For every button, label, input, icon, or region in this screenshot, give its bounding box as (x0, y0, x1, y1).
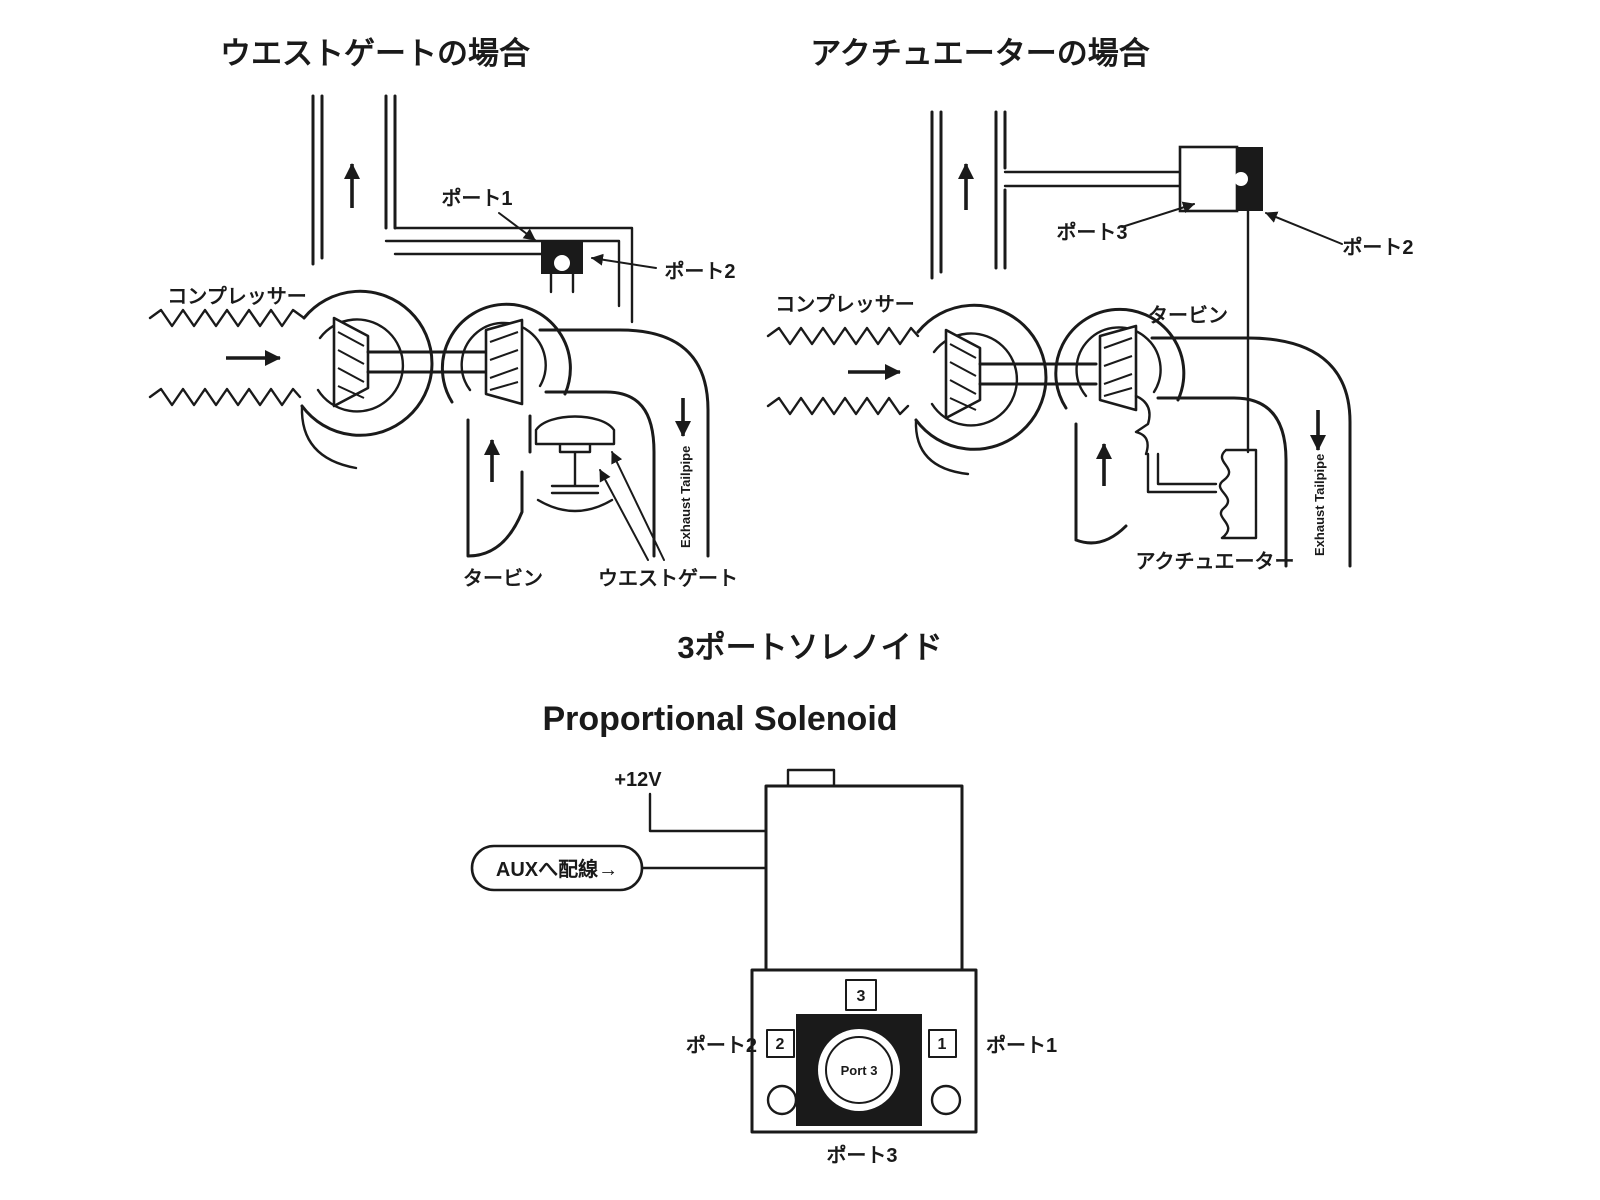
wastegate-diagram-title: ウエストゲートの場合 (220, 36, 530, 71)
solenoid-heading-jp: 3ポートソレノイド (677, 630, 942, 665)
wg-inlet-zigzag-top (148, 308, 306, 328)
wg-port2-pointer (591, 253, 657, 269)
solenoid-mount-hole-left (766, 1084, 798, 1116)
act-compressor-label: コンプレッサー (775, 293, 914, 316)
wg-wastegate-pointer-1 (599, 469, 649, 561)
act-turbine-label: タービン (1148, 304, 1228, 327)
act-exhaust-elbow: Exhaust Tailpipe (1150, 336, 1352, 568)
wg-compressor-wheel (332, 316, 370, 408)
act-actuator-label: アクチュエーター (1136, 550, 1295, 573)
act-port-block-assembly (1003, 145, 1263, 454)
wg-exhaust-elbow: Exhaust Tailpipe (538, 328, 710, 558)
wg-shaft (366, 350, 488, 374)
actuator-diagram-title: アクチュエーターの場合 (810, 36, 1149, 71)
solenoid-12v-wire (648, 792, 768, 833)
solenoid-mount-hole-right (930, 1084, 962, 1116)
solenoid-terminal-1-box (928, 1029, 957, 1058)
solenoid-port1-label: ポート1 (986, 1033, 1057, 1057)
wg-inlet-zigzag-bottom (148, 387, 302, 407)
wg-turbine: タービン (440, 302, 572, 590)
act-exhaust-tailpipe-label: Exhaust Tailpipe (1312, 454, 1327, 556)
solenoid-lower-body (750, 968, 978, 1134)
wg-turbine-label: タービン (463, 567, 543, 590)
act-port3-label: ポート3 (1056, 220, 1127, 244)
solenoid-port3-badge: Port 3 (841, 1063, 878, 1078)
solenoid-12v-label: +12V (614, 769, 662, 791)
wg-exhaust-tailpipe-label: Exhaust Tailpipe (678, 446, 693, 548)
wg-port2-label: ポート2 (664, 259, 735, 283)
act-inlet-zigzag-top (766, 326, 920, 346)
act-inlet-zigzag-bottom (766, 396, 910, 416)
wg-port-nipple (554, 255, 570, 271)
wg-port1-pointer (498, 212, 536, 241)
act-compressor-wheel (944, 328, 982, 420)
act-port3-housing (1178, 145, 1239, 213)
wg-compressor-label: コンプレッサー (167, 285, 306, 308)
solenoid-top-tab (786, 768, 836, 788)
wg-compressor: コンプレッサー (148, 285, 488, 470)
act-port2-pointer (1265, 211, 1343, 245)
act-port-nipple (1234, 172, 1248, 186)
wg-outlet-pipe (311, 94, 397, 266)
solenoid-terminal-2: 2 (776, 1036, 785, 1053)
wg-port1-label: ポート1 (441, 186, 512, 210)
solenoid-port3-inner-ring (825, 1036, 893, 1104)
act-actuator-assembly: アクチュエーター (1134, 394, 1295, 573)
solenoid-terminal-1: 1 (938, 1036, 947, 1053)
solenoid-port3-outer-ring (818, 1029, 900, 1111)
actuator-diagram: アクチュエーターの場合 ポート3 ポート2 コンプレッサー (766, 36, 1414, 573)
act-port3-pointer (1121, 201, 1195, 228)
act-turbine: タービン (1054, 304, 1228, 545)
act-compressor: コンプレッサー (766, 293, 1098, 476)
solenoid-port3-label: ポート3 (826, 1143, 897, 1167)
solenoid-terminal-3-box (845, 979, 877, 1011)
act-port2-label: ポート2 (1342, 235, 1413, 259)
solenoid-terminal-3: 3 (857, 988, 866, 1005)
solenoid-section: 3ポートソレノイド Proportional Solenoid +12V AUX… (470, 630, 1057, 1167)
solenoid-aux-label: AUXへ配線→ (496, 857, 618, 881)
solenoid-terminal-2-box (766, 1029, 795, 1058)
solenoid-port2-label: ポート2 (686, 1033, 757, 1057)
act-outlet-pipe (930, 110, 1007, 280)
wg-wastegate-label: ウエストゲート (598, 567, 738, 590)
wastegate-diagram: ウエストゲートの場合 ポート1 ポート2 コンプレッサー (148, 36, 738, 590)
solenoid-upper-body (764, 784, 964, 972)
act-actuator-bellows (1218, 448, 1258, 540)
wg-port-plumbing (384, 226, 634, 324)
solenoid-heading-en: Proportional Solenoid (542, 700, 897, 738)
